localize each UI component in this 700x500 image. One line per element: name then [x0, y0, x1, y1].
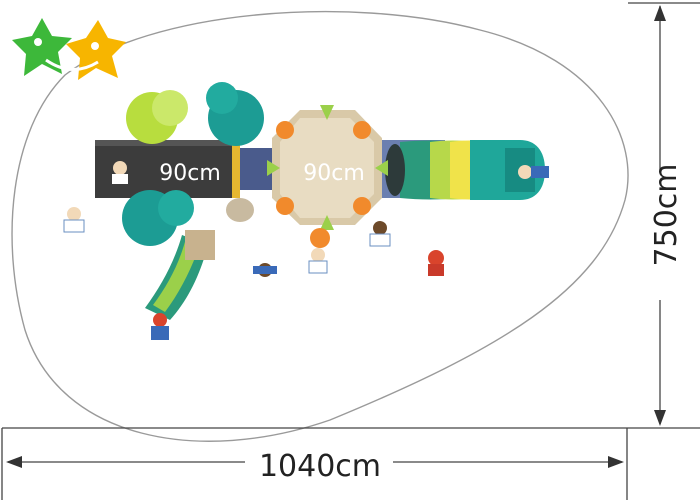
twin-star-logo-icon — [12, 18, 126, 80]
width-label: 1040cm — [259, 449, 381, 484]
central-tower-roof — [267, 105, 388, 248]
left-platform-label: 90cm — [159, 161, 221, 186]
tree-canopy-decor — [122, 82, 264, 246]
height-label: 750cm — [649, 164, 684, 267]
width-dimension — [1, 427, 700, 500]
safety-zone-boundary — [11, 10, 629, 442]
child-figure-icons — [63, 161, 549, 340]
center-platform-label: 90cm — [303, 161, 365, 186]
height-dimension — [628, 2, 700, 426]
curved-slide — [145, 230, 215, 320]
